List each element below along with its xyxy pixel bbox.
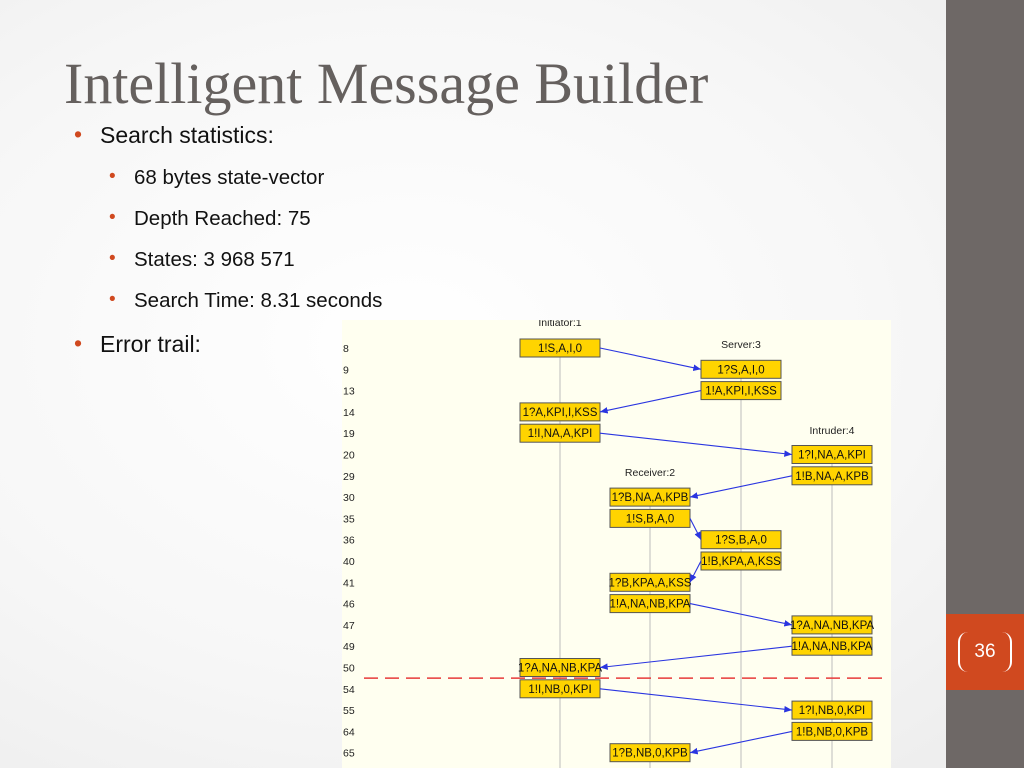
bullet-dot: •: [109, 289, 116, 310]
message-label: 1?I,NB,0,KPI: [799, 705, 865, 717]
message-arrow: [599, 645, 793, 670]
bullet-depth: • Depth Reached: 75: [109, 207, 311, 231]
bullet-search-statistics: • Search statistics:: [74, 121, 274, 149]
step-number: 9: [343, 364, 349, 376]
message-label: 1?I,NA,A,KPI: [798, 450, 866, 462]
slide-title: Intelligent Message Builder: [64, 51, 709, 116]
message-label: 1?A,NA,NB,KPA: [518, 663, 602, 675]
message-arrow: [689, 475, 793, 499]
message-arrow: [599, 390, 702, 414]
message-label: 1!I,NB,0,KPI: [528, 684, 591, 696]
message-box: [609, 594, 691, 614]
message-arrow: [689, 603, 793, 627]
bullet-text: Search Time: 8.31 seconds: [134, 289, 383, 312]
step-number: 47: [343, 620, 355, 632]
step-number: 65: [343, 748, 355, 760]
message-label: 1?S,B,A,0: [715, 535, 767, 547]
step-number: 36: [343, 535, 355, 547]
message-label: 1!B,NA,A,KPB: [795, 471, 869, 483]
bullet-text: States: 3 968 571: [134, 248, 295, 271]
message-arrow: [689, 730, 793, 755]
bullet-dot: •: [109, 207, 116, 228]
message-label: 1!A,KPI,I,KSS: [705, 386, 777, 398]
process-header-intruder: Intruder:4: [810, 425, 855, 437]
step-number: 35: [343, 513, 355, 525]
slide-number: 36: [974, 641, 996, 662]
message-arrow: [689, 560, 702, 583]
step-number: 49: [343, 641, 355, 653]
bullet-error-trail: • Error trail:: [74, 330, 201, 358]
message-arrow: [689, 518, 702, 540]
message-label: 1?B,NB,0,KPB: [612, 748, 688, 760]
slide-number-badge: 36: [946, 614, 1024, 690]
message-arrow: [599, 432, 793, 457]
step-number: 64: [343, 726, 355, 738]
bullet-text: Depth Reached: 75: [134, 207, 311, 230]
step-number: 50: [343, 663, 355, 675]
message-label: 1?B,KPA,A,KSS: [609, 577, 692, 589]
slide-number-frame: 36: [958, 632, 1012, 672]
bullet-dot: •: [74, 121, 83, 147]
message-label: 1?B,NA,A,KPB: [612, 492, 689, 504]
message-label: 1?S,A,I,0: [717, 364, 764, 376]
message-box: [791, 466, 873, 486]
message-label: 1?A,NA,NB,KPA: [790, 620, 874, 632]
bullet-text: Error trail:: [100, 331, 201, 357]
bullet-search-time: • Search Time: 8.31 seconds: [109, 289, 383, 313]
step-number: 29: [343, 471, 355, 483]
message-label: 1!I,NA,A,KPI: [528, 428, 593, 440]
bullet-dot: •: [74, 330, 83, 356]
message-label: 1?A,KPI,I,KSS: [523, 407, 598, 419]
step-number: 41: [343, 577, 355, 589]
message-label: 1!B,NB,0,KPB: [796, 726, 869, 738]
message-label: 1!S,B,A,0: [626, 513, 675, 525]
bullet-states: • States: 3 968 571: [109, 248, 295, 272]
process-header-receiver: Receiver:2: [625, 467, 675, 479]
message-label: 1!A,NA,NB,KPA: [610, 599, 691, 611]
message-arrow: [599, 688, 793, 713]
step-number: 14: [343, 407, 355, 419]
message-arrow: [599, 347, 702, 371]
message-box: [791, 615, 873, 635]
bullet-dot: •: [109, 166, 116, 187]
step-number: 20: [343, 450, 355, 462]
bullet-dot: •: [109, 248, 116, 269]
message-box: [700, 530, 782, 550]
process-header-initiator: Initiator:1: [538, 320, 581, 329]
step-number: 19: [343, 428, 355, 440]
message-label: 1!A,NA,NB,KPA: [792, 641, 873, 653]
step-number: 55: [343, 705, 355, 717]
step-number: 13: [343, 386, 355, 398]
step-number: 54: [343, 684, 355, 696]
sequence-chart: 8 9 13 14 19 20 29 30 35 36 40 41 46 47 49 50 54 55 64 65 In…: [343, 320, 882, 768]
step-number: 40: [343, 556, 355, 568]
step-number: 46: [343, 599, 355, 611]
message-label: 1!S,A,I,0: [538, 343, 582, 355]
message-label: 1!B,KPA,A,KSS: [701, 556, 781, 568]
message-sequence-diagram: 8 9 13 14 19 20 29 30 35 36 40 41 46 47 49 50 54 55 64 65 In…: [342, 320, 891, 768]
bullet-state-vector: • 68 bytes state-vector: [109, 166, 325, 190]
bullet-text: 68 bytes state-vector: [134, 166, 325, 189]
process-header-server: Server:3: [721, 339, 761, 351]
step-number: 30: [343, 492, 355, 504]
bullet-text: Search statistics:: [100, 122, 274, 148]
step-number: 8: [343, 343, 349, 355]
